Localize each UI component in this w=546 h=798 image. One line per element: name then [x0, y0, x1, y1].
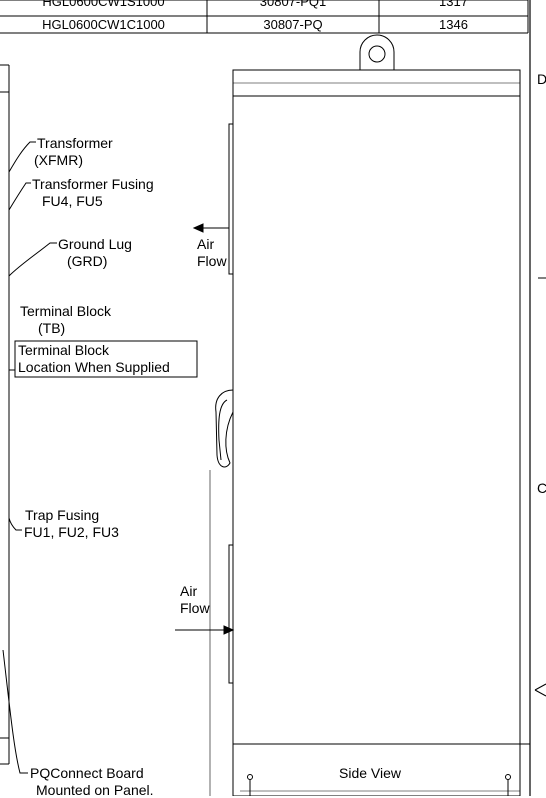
lifting-eye	[359, 34, 395, 70]
terminal-block-note-line1: Terminal Block	[18, 342, 110, 358]
air-flow-top-line1: Air	[197, 236, 215, 252]
parts-table-lines	[0, 0, 529, 34]
air-flow-bottom-line1: Air	[180, 583, 198, 599]
air-flow-top-line2: Flow	[197, 253, 227, 269]
table-cell-weight: 1346	[439, 17, 468, 32]
table-cell-model: HGL0600CW1S1000	[42, 0, 165, 9]
terminal-block-note-line2: Location When Supplied	[18, 359, 170, 375]
trap-fusing-label: Trap Fusing	[25, 507, 100, 523]
side-view-cabinet	[209, 69, 530, 796]
pqconnect-label-line2: Mounted on Panel.	[36, 782, 154, 798]
border-zone-c: C	[537, 480, 546, 496]
trap-fusing-code: FU1, FU2, FU3	[24, 524, 119, 540]
table-cell-weight: 1317	[439, 0, 468, 9]
side-view-title: Side View	[339, 765, 402, 781]
pqconnect-label-line1: PQConnect Board	[30, 765, 144, 781]
table-cell-model: HGL0600CW1C1000	[42, 17, 165, 32]
border-zone-d: D	[537, 71, 546, 87]
table-cell-drawing: 30807-PQ1	[259, 0, 327, 9]
transformer-code: (XFMR)	[34, 152, 83, 168]
air-flow-bottom-line2: Flow	[180, 600, 210, 616]
door-handle	[215, 389, 234, 468]
terminal-block-code: (TB)	[38, 320, 66, 336]
table-cell-drawing: 30807-PQ	[263, 17, 323, 32]
ground-lug-label: Ground Lug	[58, 236, 132, 252]
transformer-label: Transformer	[37, 135, 113, 151]
terminal-block-label: Terminal Block	[20, 303, 112, 319]
transformer-fusing-code: FU4, FU5	[42, 193, 103, 209]
ground-lug-code: (GRD)	[67, 253, 108, 269]
transformer-fusing-label: Transformer Fusing	[32, 176, 154, 192]
